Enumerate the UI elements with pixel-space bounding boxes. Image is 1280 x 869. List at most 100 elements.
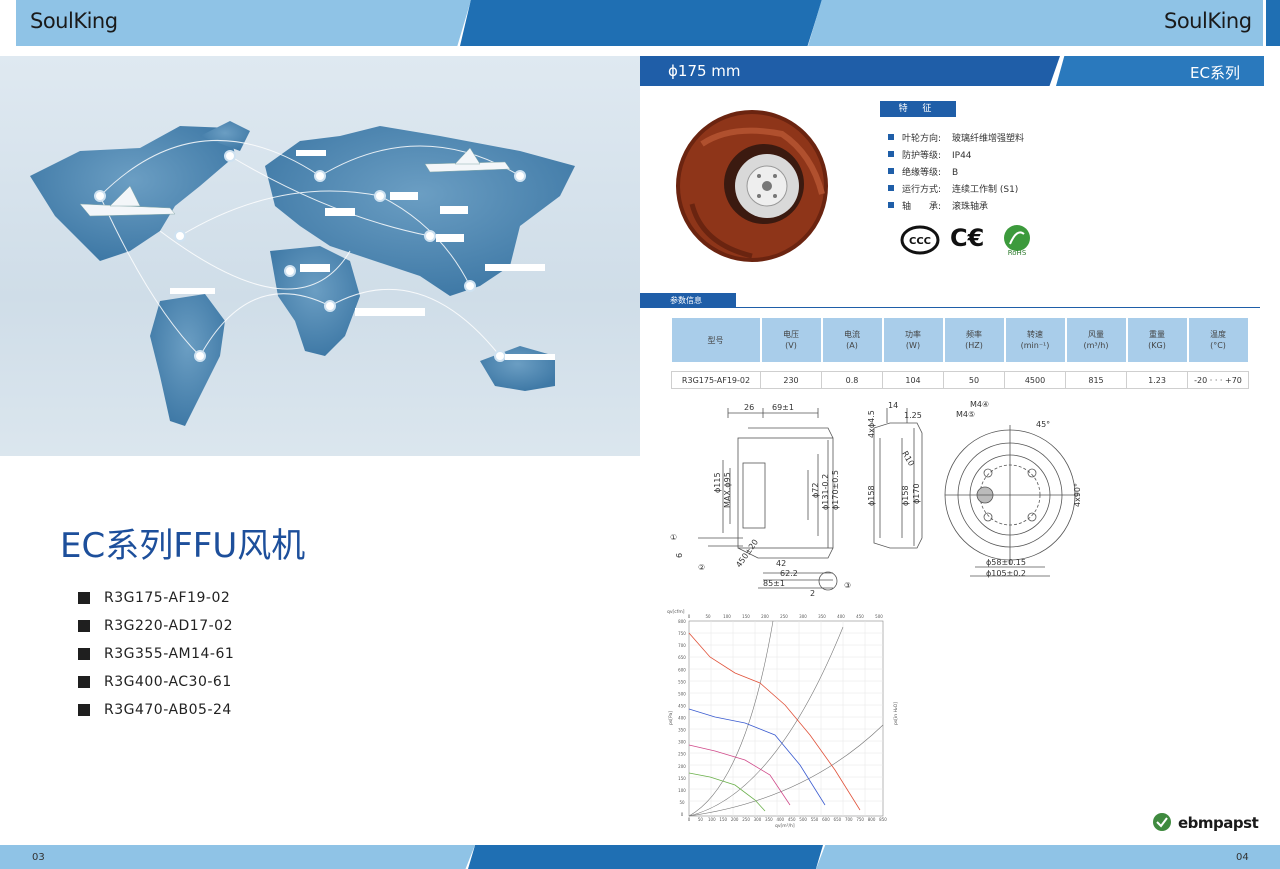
dim-label: 1.25 <box>904 411 922 420</box>
table-cell: 0.8 <box>821 371 883 389</box>
bullet-square-icon <box>888 134 894 140</box>
axis-tick-label: 250 <box>742 817 750 822</box>
axis-tick-label: 150 <box>742 614 750 619</box>
column-header: 重量(KG) <box>1126 318 1189 362</box>
ebmpapst-logo: ebmpapst <box>1178 814 1259 832</box>
column-header: 型号 <box>671 318 762 362</box>
fan-size-label: ϕ175 mm <box>668 62 741 80</box>
dim-label: 4x90° <box>1073 483 1082 507</box>
chart-label: ps[in H₂O] <box>893 702 899 725</box>
axis-tick-label: 650 <box>834 817 842 822</box>
fan-product-image <box>672 104 842 264</box>
bullet-square-icon <box>888 151 894 157</box>
axis-tick-label: 200 <box>731 817 739 822</box>
axis-tick-label: 650 <box>678 655 686 660</box>
section-view-drawing: 14 1.25 4xϕ4.5 R10 ϕ158 ϕ158 ϕ170 <box>862 398 934 558</box>
axis-tick-label: 300 <box>678 740 686 745</box>
feature-row: 叶轮方向:玻璃纤维增强塑料 <box>888 131 1024 144</box>
axis-tick-label: 0 <box>688 817 691 822</box>
dim-label: ① <box>670 533 677 542</box>
axis-tick-label: 800 <box>868 817 876 822</box>
table-cell: R3G175-AF19-02 <box>671 371 761 389</box>
axis-tick-label: 0 <box>688 614 691 619</box>
dim-label: 45° <box>1036 420 1050 429</box>
column-header: 电压(V) <box>760 318 823 362</box>
column-header: 功率(W) <box>882 318 945 362</box>
dim-label: 62.2 <box>780 569 798 578</box>
axis-tick-label: 200 <box>678 764 686 769</box>
rohs-cert-icon: RoHS <box>1000 224 1034 257</box>
model-list-item: R3G400-AC30-61 <box>78 668 234 696</box>
performance-curve: qv[cfm] qv[m³/h] ps[Pa] ps[in H₂O] 0 50 10… <box>665 605 905 833</box>
dim-label: ϕ170 <box>912 483 921 504</box>
bullet-square-icon <box>78 620 90 632</box>
front-view-drawing: M4④ M4⑤ 45° 4x90° ϕ58±0.15 ϕ105±0.2 <box>940 395 1090 585</box>
series-title: EC系列FFU风机 <box>60 526 306 566</box>
bullet-square-icon <box>888 185 894 191</box>
dim-label: ϕ72 <box>811 483 820 498</box>
footer-center-band <box>468 845 823 869</box>
axis-tick-label: 350 <box>765 817 773 822</box>
axis-tick-label: 450 <box>856 614 864 619</box>
axis-tick-label: 100 <box>723 614 731 619</box>
model-list-item: R3G175-AF19-02 <box>78 584 234 612</box>
column-header: 转速(min⁻¹) <box>1004 318 1067 362</box>
dim-label: 14 <box>888 401 898 410</box>
dim-label: ϕ58±0.15 <box>986 558 1026 567</box>
model-list: R3G175-AF19-02 R3G220-AD17-02 R3G355-AM1… <box>78 584 234 724</box>
table-row: R3G175-AF19-02 230 0.8 104 50 4500 815 1… <box>671 371 1249 389</box>
axis-tick-label: 250 <box>780 614 788 619</box>
table-cell: 104 <box>882 371 944 389</box>
footer-left-band <box>0 845 475 869</box>
axis-tick-label: 550 <box>678 679 686 684</box>
dim-label: 69±1 <box>772 403 794 412</box>
axis-tick-label: 500 <box>799 817 807 822</box>
axis-tick-label: 400 <box>776 817 784 822</box>
table-cell: 815 <box>1065 371 1127 389</box>
axis-tick-label: 100 <box>708 817 716 822</box>
dim-label: 85±1 <box>763 579 785 588</box>
dim-label: R10 <box>900 450 916 468</box>
chart-label: qv[cfm] <box>667 609 685 615</box>
axis-tick-label: 50 <box>698 817 704 822</box>
axis-tick-label: 50 <box>679 800 685 805</box>
bullet-square-icon <box>78 676 90 688</box>
features-title: 特 征 <box>880 101 956 117</box>
side-view-drawing: 26 69±1 ϕ115 MAX.ϕ95 ϕ72 ϕ131-0.2 ϕ170±0… <box>668 398 858 598</box>
axis-tick-label: 600 <box>822 817 830 822</box>
axis-tick-label: 500 <box>678 691 686 696</box>
axis-tick-label: 200 <box>761 614 769 619</box>
series-label: EC系列 <box>1190 64 1240 82</box>
axis-tick-label: 600 <box>678 667 686 672</box>
axis-tick-label: 300 <box>754 817 762 822</box>
axis-tick-label: 450 <box>788 817 796 822</box>
model-list-item: R3G470-AB05-24 <box>78 696 234 724</box>
chart-label: qv[m³/h] <box>775 823 795 829</box>
axis-tick-label: 700 <box>678 643 686 648</box>
bullet-square-icon <box>888 202 894 208</box>
axis-tick-label: 150 <box>719 817 727 822</box>
dim-label: ϕ105±0.2 <box>986 569 1026 578</box>
world-map-image <box>0 56 640 456</box>
axis-tick-label: 400 <box>678 716 686 721</box>
ebm-logo-icon <box>1152 812 1172 832</box>
dim-label: ϕ158 <box>901 485 910 506</box>
dim-label: ϕ131-0.2 <box>821 474 830 510</box>
axis-tick-label: 100 <box>678 788 686 793</box>
header-right-band <box>808 0 1263 46</box>
axis-tick-label: 750 <box>856 817 864 822</box>
axis-tick-label: 400 <box>837 614 845 619</box>
chart-label: ps[Pa] <box>668 711 674 725</box>
page-number-left: 03 <box>32 852 45 863</box>
footer-right-band <box>816 845 1280 869</box>
dim-label: 26 <box>744 403 754 412</box>
dim-label: M4④ <box>970 400 989 409</box>
axis-tick-label: 250 <box>678 752 686 757</box>
bullet-square-icon <box>888 168 894 174</box>
svg-text:RoHS: RoHS <box>1008 249 1027 256</box>
axis-tick-label: 700 <box>845 817 853 822</box>
dim-label: ϕ170±0.5 <box>831 470 840 510</box>
dim-label: 2 <box>810 589 815 598</box>
dim-label: ③ <box>844 581 851 590</box>
page-number-right: 04 <box>1236 852 1249 863</box>
